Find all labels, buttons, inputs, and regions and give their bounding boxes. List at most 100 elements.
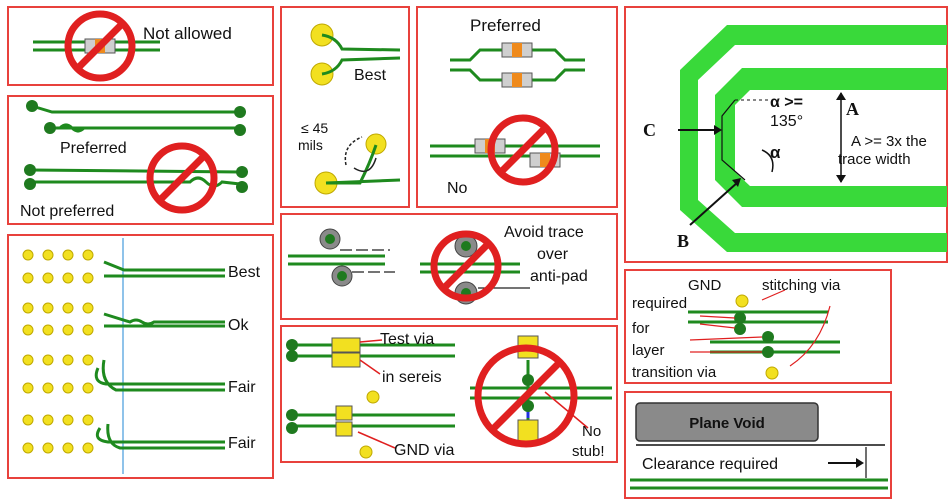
panel-component-placement: Preferred No	[416, 6, 618, 208]
trace	[325, 178, 401, 185]
arrowhead	[714, 125, 722, 135]
gnd-via	[366, 390, 380, 404]
pad	[42, 302, 54, 314]
arrowhead	[856, 458, 864, 468]
avoid-trace-label: Avoid trace	[504, 224, 584, 241]
spacing-arrow	[353, 157, 377, 173]
fair-label: Fair	[228, 435, 256, 452]
pad	[42, 249, 54, 261]
leader-line	[761, 289, 786, 301]
via	[286, 339, 298, 351]
gnd-label: GND	[688, 277, 722, 294]
pointer-b	[689, 181, 739, 226]
pad	[82, 442, 94, 454]
prohibited-icon	[150, 146, 214, 210]
pad	[22, 354, 34, 366]
pad	[365, 133, 387, 155]
via	[234, 124, 246, 136]
no-label: No	[582, 423, 601, 440]
pad	[82, 354, 94, 366]
gnd-via	[765, 366, 779, 380]
panel-stitching-via: GND stitching via required for layer tra…	[624, 269, 892, 384]
panel-border	[624, 391, 892, 499]
via	[337, 271, 347, 281]
spacing-value: ≤ 45	[301, 120, 328, 136]
exit-best: Best	[103, 260, 261, 281]
angle-value: 135°	[770, 113, 803, 130]
arrowhead	[732, 178, 741, 187]
spacing-arc	[344, 136, 363, 166]
anti-pad-label: anti-pad	[530, 268, 588, 285]
leader-line	[359, 359, 381, 375]
panel-test-via: Test via in sereis GND via No stub!	[280, 325, 618, 463]
via	[24, 178, 36, 190]
panel-border	[416, 6, 618, 208]
panel-border	[624, 6, 948, 263]
pad	[62, 249, 74, 261]
via	[286, 350, 298, 362]
leader-line	[357, 431, 396, 449]
test-pad	[331, 352, 361, 368]
panel-border	[7, 234, 274, 479]
pad	[82, 272, 94, 284]
layer-label: layer	[632, 342, 665, 359]
prohibited-slash	[489, 359, 563, 433]
panel-anti-pad: Avoid trace over anti-pad	[280, 213, 618, 320]
leader-line	[359, 339, 383, 343]
pad	[62, 272, 74, 284]
pad	[62, 442, 74, 454]
best-label: Best	[354, 67, 387, 84]
via	[286, 409, 298, 421]
preferred-label: Preferred	[470, 16, 541, 35]
prohibited-icon	[474, 344, 578, 448]
inner-trace	[715, 68, 947, 207]
width-rule: trace width	[838, 151, 911, 168]
trace-wiggle	[58, 123, 86, 133]
pad	[82, 324, 94, 336]
trace	[31, 104, 240, 114]
prohibited-icon	[68, 14, 132, 78]
panel-border	[280, 6, 410, 208]
transition-via-label: transition via	[632, 364, 717, 381]
trace	[321, 33, 401, 52]
via	[325, 234, 335, 244]
panel-border	[280, 325, 618, 463]
ok-label: Ok	[228, 317, 249, 334]
via	[461, 241, 471, 251]
via	[734, 312, 746, 324]
via	[286, 422, 298, 434]
trace	[321, 56, 401, 76]
pad	[62, 354, 74, 366]
pad	[22, 272, 34, 284]
fair-label: Fair	[228, 379, 256, 396]
no-label: No	[447, 180, 468, 197]
pad	[62, 414, 74, 426]
trace	[30, 176, 241, 188]
exit-fair-1: Fair	[94, 359, 256, 396]
pad	[62, 324, 74, 336]
over-label: over	[537, 246, 569, 263]
angle-arc	[761, 149, 774, 173]
panel-pad-spacing: Best ≤ 45 mils	[280, 6, 410, 208]
outer-trace	[680, 25, 947, 252]
via	[522, 374, 534, 386]
test-pad	[517, 419, 539, 443]
best-label: Best	[228, 264, 261, 281]
leader-line	[544, 391, 589, 429]
leader-line	[689, 336, 763, 341]
pad	[62, 382, 74, 394]
via	[734, 323, 746, 335]
test-via-label: Test via	[380, 331, 434, 348]
panel-plane-void: Plane Void Clearance required	[624, 391, 892, 499]
via	[234, 106, 246, 118]
panel-not-allowed: Not allowed	[7, 6, 274, 86]
panel-border	[624, 269, 892, 384]
label-c: C	[643, 120, 656, 140]
pad	[82, 414, 94, 426]
pad	[22, 442, 34, 454]
via	[522, 400, 534, 412]
resistor-icon	[501, 72, 533, 88]
leader-line	[699, 323, 736, 329]
pad	[42, 324, 54, 336]
